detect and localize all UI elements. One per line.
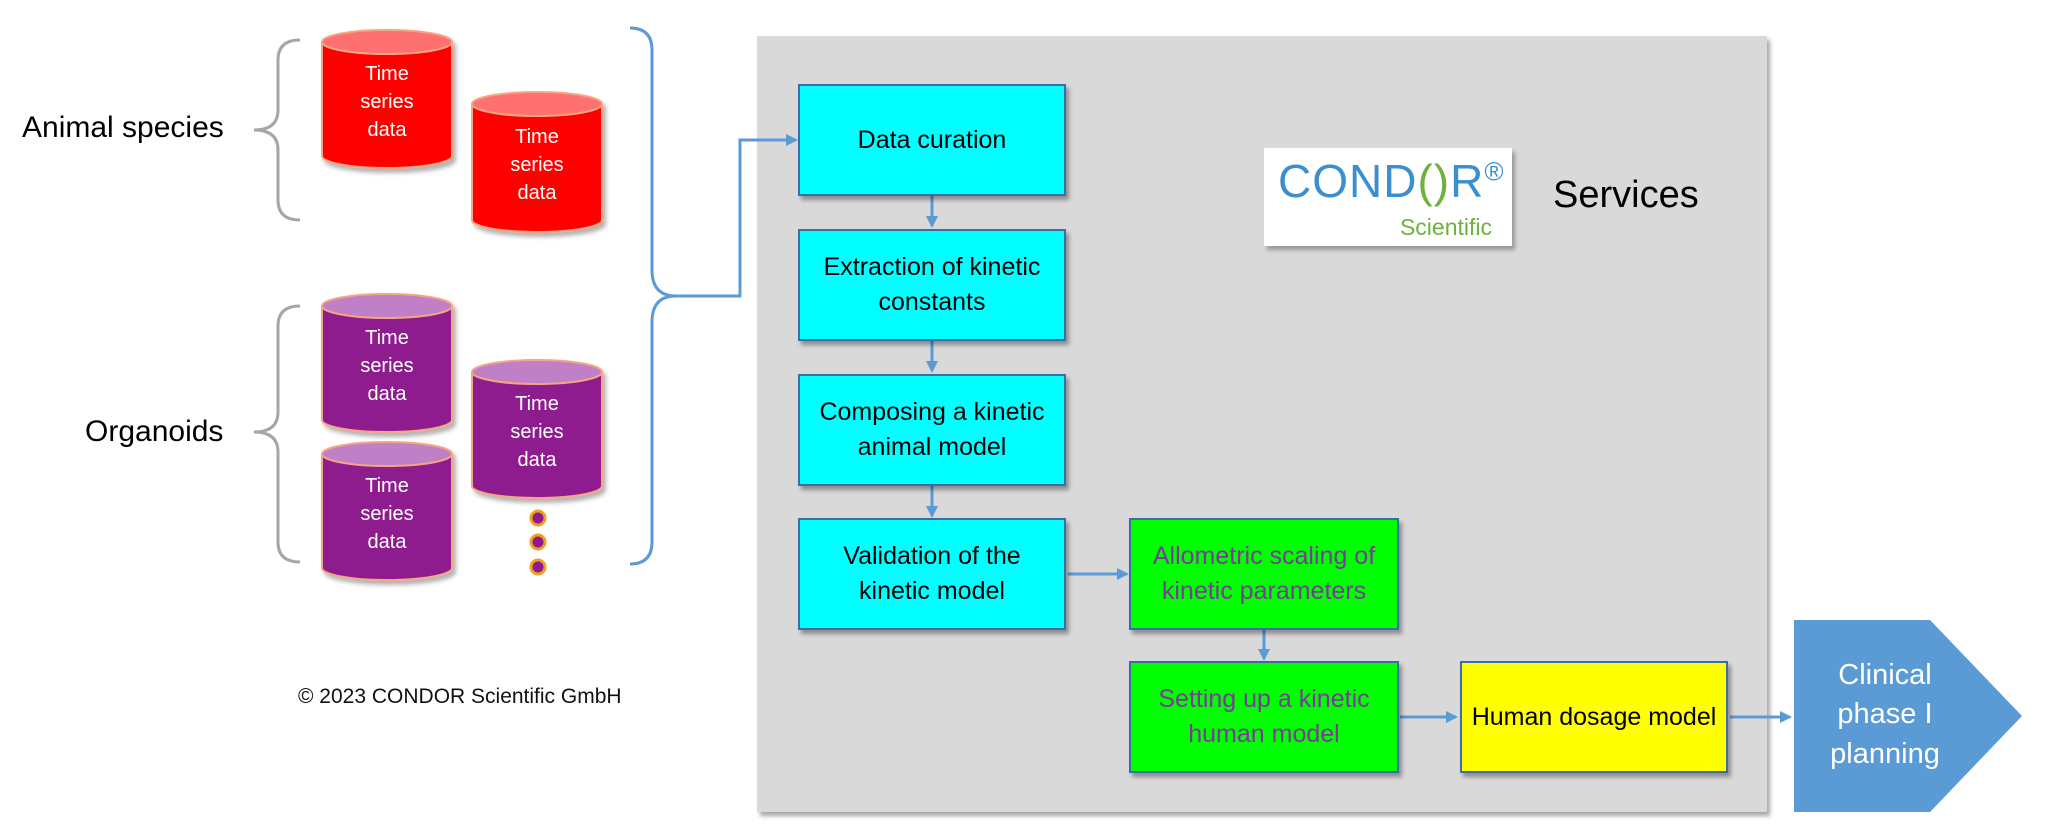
- logo-wordmark: COND()R®: [1278, 155, 1505, 207]
- organoid-cylinder-3: [321, 441, 453, 581]
- extraction-box: Extraction of kinetic constants: [798, 229, 1066, 341]
- copyright-text: © 2023 CONDOR Scientific GmbH: [298, 685, 622, 708]
- services-label: Services: [1553, 174, 1699, 216]
- allometric-scaling-box: Allometric scaling of kinetic parameters: [1129, 518, 1399, 630]
- organoid-cylinder-1: [321, 293, 453, 433]
- validation-box: Validation of the kinetic model: [798, 518, 1066, 630]
- animal-species-label: Animal species: [22, 111, 224, 144]
- logo-subtitle: Scientific: [1399, 214, 1492, 240]
- ellipsis-dot-3: [529, 558, 547, 576]
- clinical-planning-text: Clinical phase I planning: [1830, 659, 1940, 770]
- ellipsis-dot-1: [529, 509, 547, 527]
- composing-box: Composing a kinetic animal model: [798, 374, 1066, 486]
- ellipsis-dot-2: [529, 533, 547, 551]
- animal-species-brace: [253, 38, 301, 222]
- clinical-arrow-shape: [1794, 620, 2022, 812]
- human-dosage-box: Human dosage model: [1460, 661, 1728, 773]
- organoids-brace: [253, 304, 301, 564]
- organoids-label: Organoids: [85, 415, 224, 448]
- animal-cylinder-1: [321, 29, 453, 169]
- animal-cylinder-2: [471, 91, 603, 233]
- connector-inputs-to-curation: [676, 134, 798, 298]
- condor-logo: COND()R® Scientific: [1264, 148, 1512, 246]
- human-model-box: Setting up a kinetic human model: [1129, 661, 1399, 773]
- data-curation-box: Data curation: [798, 84, 1066, 196]
- organoid-cylinder-2: [471, 359, 603, 499]
